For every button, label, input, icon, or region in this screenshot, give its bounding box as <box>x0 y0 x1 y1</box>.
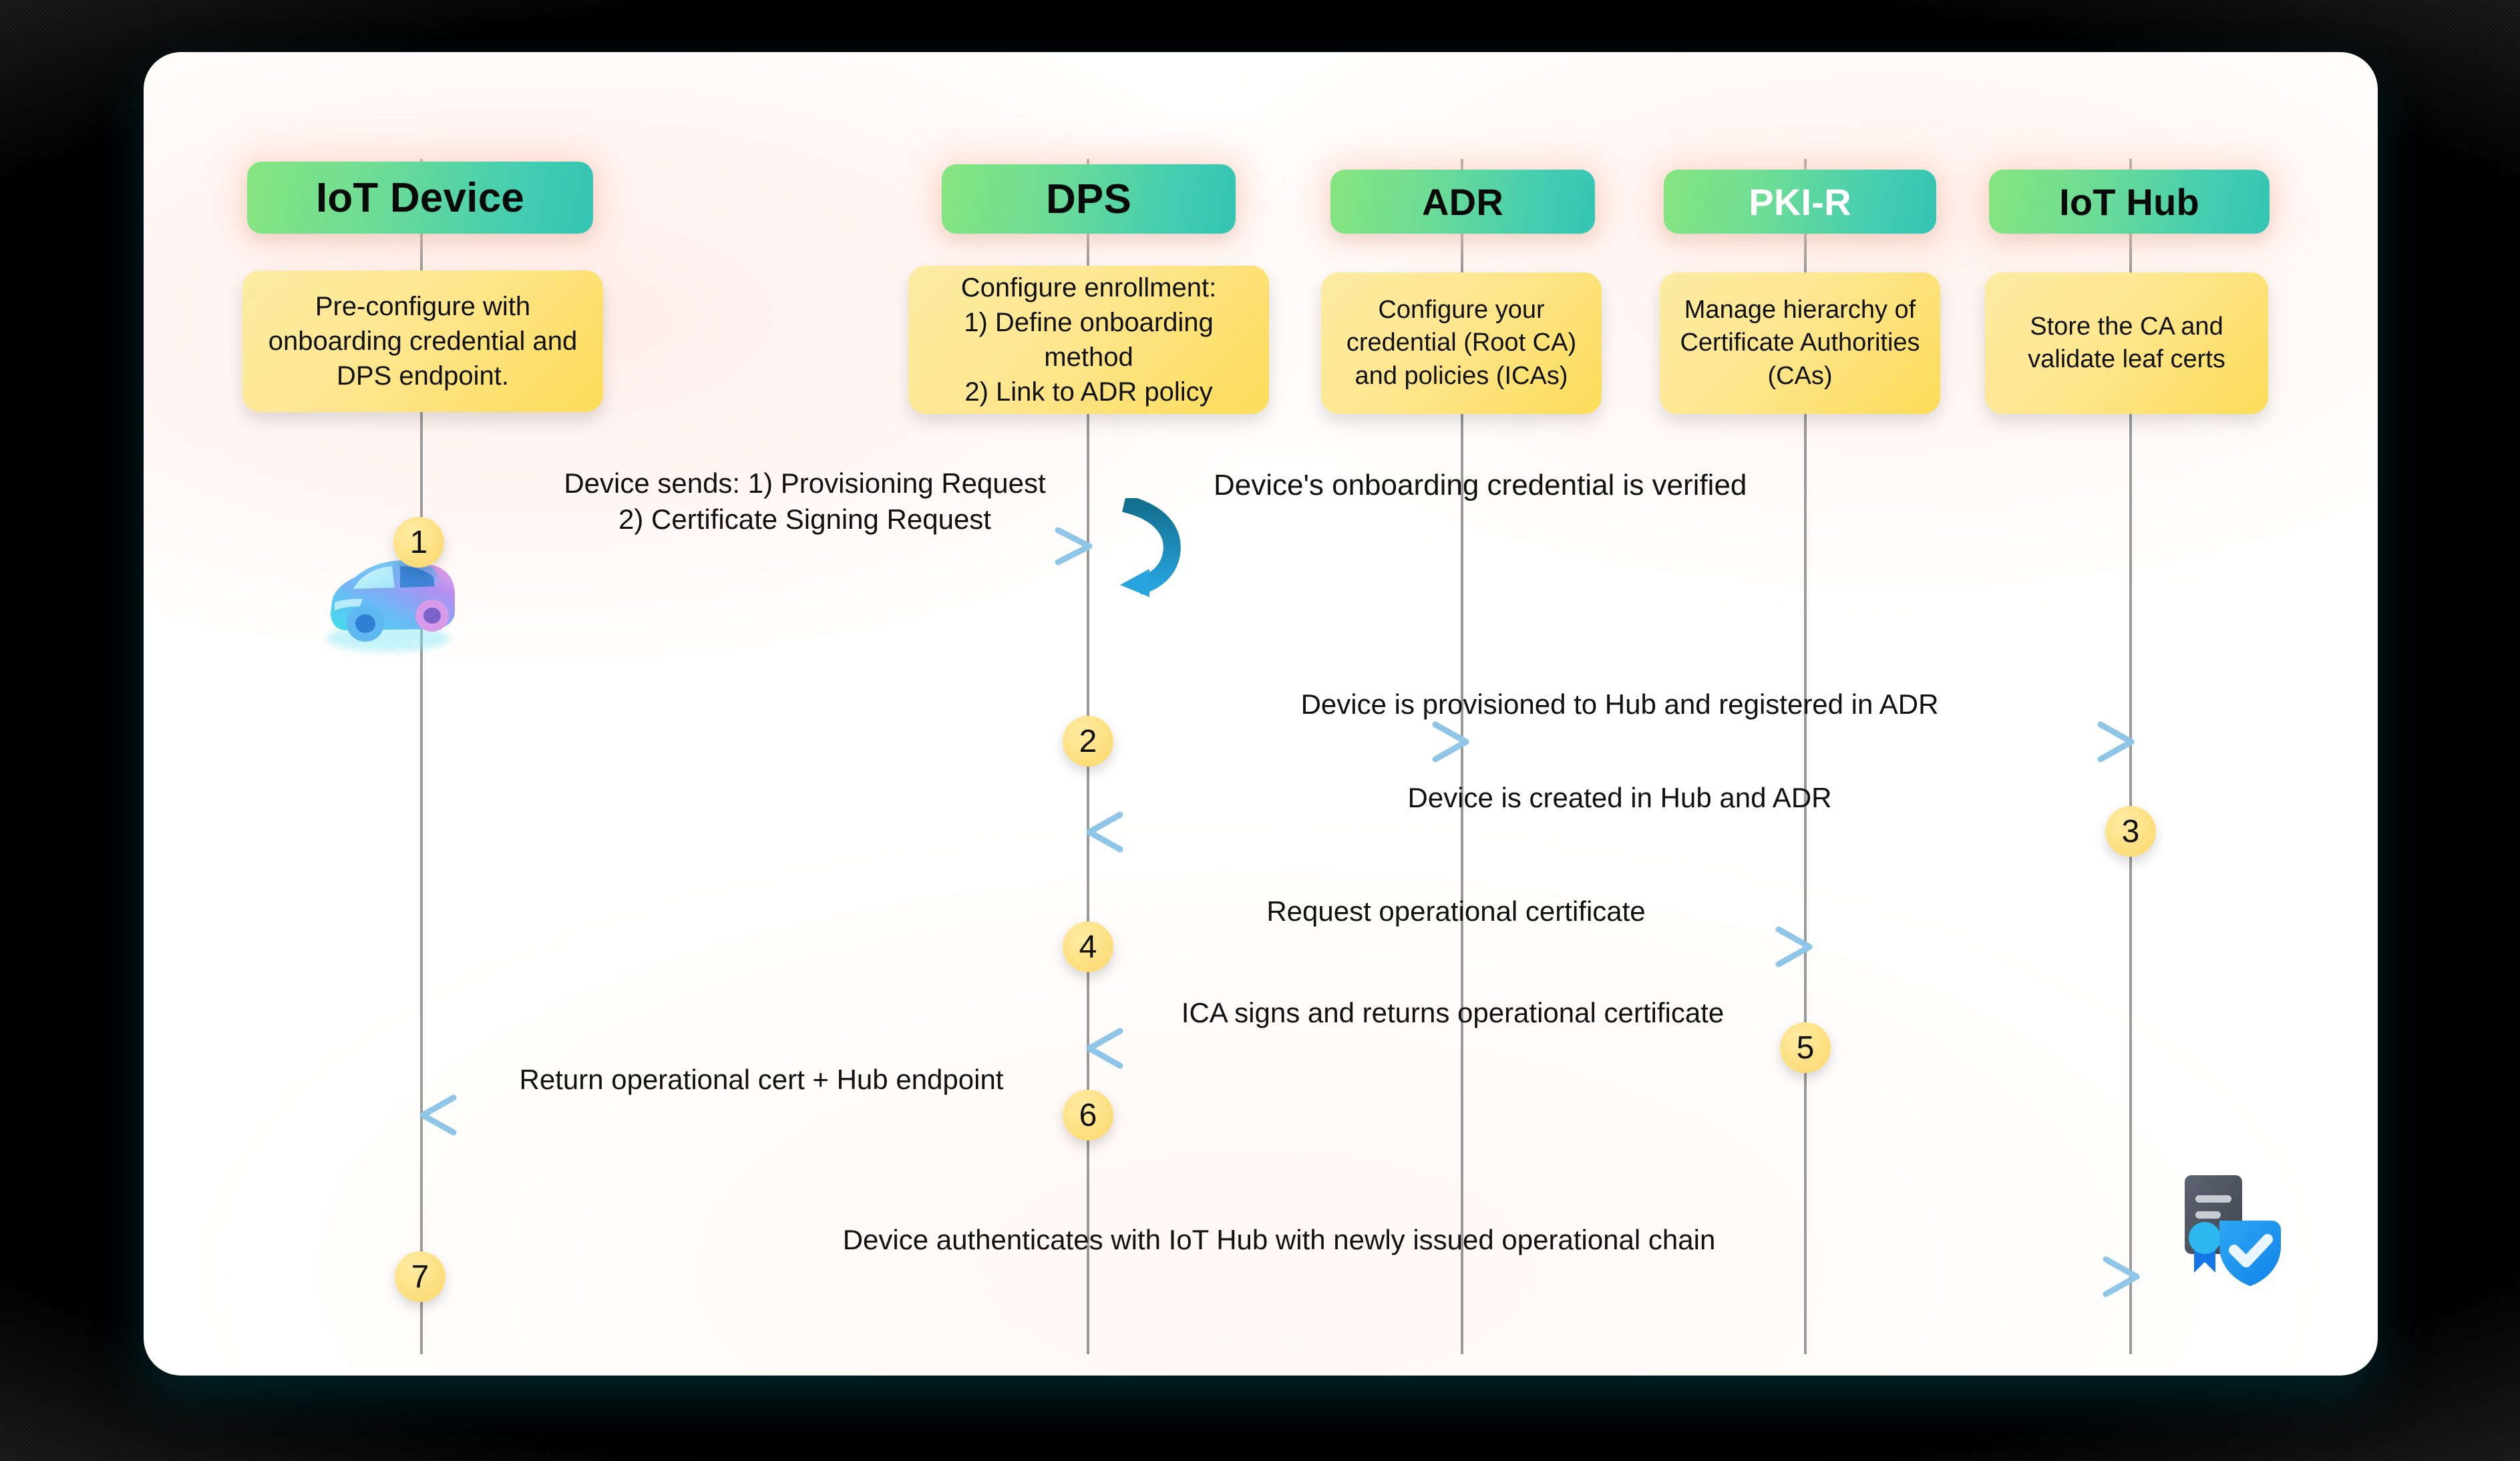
certificate-shield-icon <box>2170 1161 2304 1287</box>
message-arrow-1 <box>420 527 1095 566</box>
note-adr: Configure your credential (Root CA) and … <box>1321 272 1602 414</box>
lifeline-pkir <box>1804 159 1807 1354</box>
message-arrow-2 <box>1088 721 2137 763</box>
note-pkir: Manage hierarchy of Certificate Authorit… <box>1660 272 1940 414</box>
message-label-3: Device is created in Hub and ADR <box>1105 780 2134 816</box>
message-arrow-6 <box>417 1094 1091 1136</box>
message-arrow-3 <box>1084 811 2134 853</box>
step-number-2: 2 <box>1079 723 1097 759</box>
step-badge-1[interactable]: 1 <box>393 517 444 568</box>
diagram-card: IoT Device DPS ADR PKI-R IoT Hub Pre-con… <box>144 52 2378 1376</box>
step-badge-6[interactable]: 6 <box>1063 1090 1113 1140</box>
note-text-hub: Store the CA and validate leaf certs <box>2028 312 2225 373</box>
note-text-pkir: Manage hierarchy of Certificate Authorit… <box>1680 295 1920 390</box>
participant-label-hub: IoT Hub <box>2059 180 2199 223</box>
step-badge-3[interactable]: 3 <box>2105 806 2156 857</box>
step-number-1: 1 <box>409 524 428 560</box>
participant-header-pkir[interactable]: PKI-R <box>1664 170 1936 234</box>
message-label-6: Return operational cert + Hub endpoint <box>431 1062 1092 1098</box>
message-arrow-5 <box>1084 1028 1809 1069</box>
step-number-4: 4 <box>1079 929 1097 965</box>
message-label-2: Device is provisioned to Hub and registe… <box>1105 686 2134 722</box>
note-text-dps: Configure enrollment: 1) Define onboardi… <box>960 273 1217 407</box>
self-message-text: Device's onboarding credential is verifi… <box>1214 469 1747 501</box>
message-arrow-4 <box>1088 926 1815 968</box>
step-number-7: 7 <box>411 1259 429 1295</box>
step-number-5: 5 <box>1796 1030 1815 1066</box>
self-message-arc-icon <box>1112 495 1192 598</box>
participant-header-device[interactable]: IoT Device <box>247 162 593 234</box>
step-number-6: 6 <box>1079 1097 1097 1133</box>
lifeline-adr <box>1461 159 1463 1354</box>
step-badge-4[interactable]: 4 <box>1063 921 1113 972</box>
participant-label-adr: ADR <box>1422 180 1503 223</box>
car-icon <box>316 533 463 660</box>
participant-label-pkir: PKI-R <box>1749 180 1851 223</box>
message-text-1: Device sends: 1) Provisioning Request 2)… <box>564 467 1046 535</box>
message-arrow-7 <box>420 1256 2142 1297</box>
message-text-2: Device is provisioned to Hub and registe… <box>1300 688 1939 720</box>
participant-label-dps: DPS <box>1045 176 1132 222</box>
participant-label-device: IoT Device <box>315 174 525 221</box>
message-text-4: Request operational certificate <box>1266 895 1646 927</box>
step-number-3: 3 <box>2121 813 2140 849</box>
step-badge-5[interactable]: 5 <box>1780 1022 1831 1073</box>
participant-header-adr[interactable]: ADR <box>1330 170 1595 234</box>
note-dps: Configure enrollment: 1) Define onboardi… <box>908 266 1269 414</box>
sequence-diagram-stage: IoT Device DPS ADR PKI-R IoT Hub Pre-con… <box>144 52 2378 1376</box>
participant-header-dps[interactable]: DPS <box>942 164 1236 234</box>
note-text-adr: Configure your credential (Root CA) and … <box>1346 295 1577 390</box>
step-badge-2[interactable]: 2 <box>1063 716 1113 767</box>
lifeline-device <box>420 159 423 1354</box>
lifeline-hub <box>2129 159 2132 1354</box>
participant-header-hub[interactable]: IoT Hub <box>1989 170 2270 234</box>
message-text-7: Device authenticates with IoT Hub with n… <box>842 1224 1716 1255</box>
message-text-5: ICA signs and returns operational certif… <box>1181 997 1725 1028</box>
self-message-label: Device's onboarding credential is verifi… <box>1214 466 1775 505</box>
message-text-3: Device is created in Hub and ADR <box>1407 782 1832 813</box>
note-hub: Store the CA and validate leaf certs <box>1985 272 2268 414</box>
note-device: Pre-configure with onboarding credential… <box>242 270 603 412</box>
message-label-4: Request operational certificate <box>1105 893 1807 929</box>
message-text-6: Return operational cert + Hub endpoint <box>519 1064 1004 1095</box>
step-badge-7[interactable]: 7 <box>395 1251 445 1302</box>
note-text-device: Pre-configure with onboarding credential… <box>268 292 578 391</box>
message-label-7: Device authenticates with IoT Hub with n… <box>424 1222 2134 1258</box>
message-label-5: ICA signs and returns operational certif… <box>1092 995 1813 1031</box>
message-label-1: Device sends: 1) Provisioning Request 2)… <box>491 429 1119 537</box>
